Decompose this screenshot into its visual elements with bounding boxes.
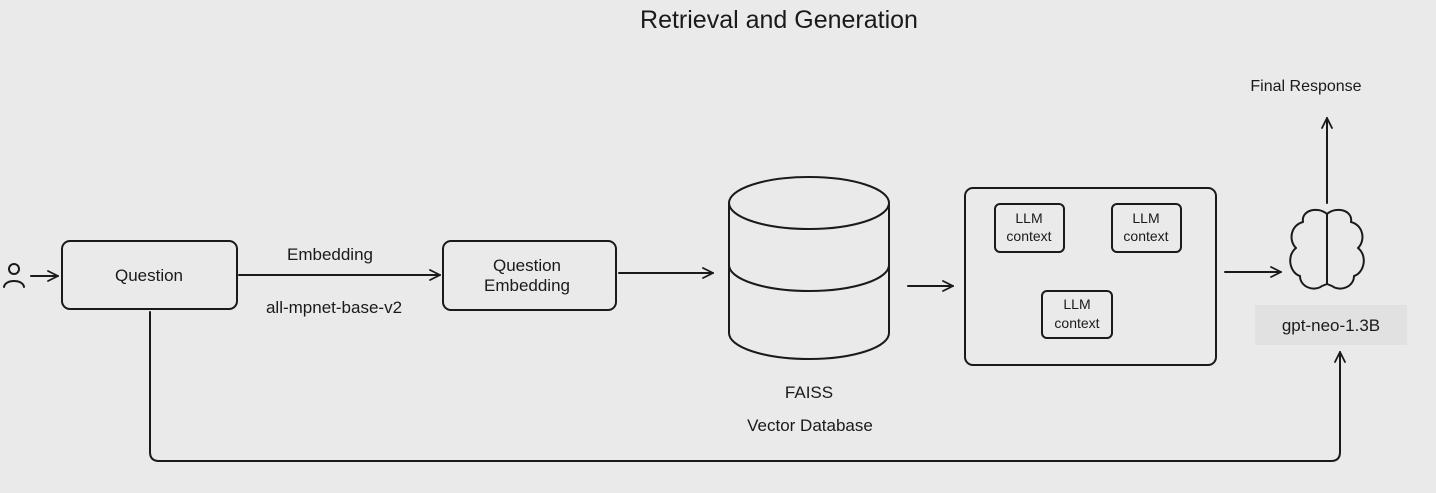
question-embedding-label-line1: Question <box>493 256 561 275</box>
llm-context-3-line1: LLM <box>1063 296 1090 312</box>
faiss-label: FAISS <box>785 383 833 402</box>
embedding-label: Embedding <box>287 245 373 264</box>
model-label: gpt-neo-1.3B <box>1282 316 1380 335</box>
embedding-model-label: all-mpnet-base-v2 <box>266 298 402 317</box>
user-icon <box>3 263 25 288</box>
vector-database-label: Vector Database <box>747 416 873 435</box>
brain-icon <box>1289 208 1365 290</box>
llm-context-box-3 <box>1041 290 1113 339</box>
question-embedding-box <box>442 240 617 311</box>
final-response-label: Final Response <box>1250 78 1361 95</box>
model-label-bg <box>1255 305 1407 345</box>
llm-context-2-line2: context <box>1123 228 1168 244</box>
diagram-title: Retrieval and Generation <box>640 6 918 34</box>
llm-context-1-line1: LLM <box>1015 210 1042 226</box>
context-container <box>964 187 1217 366</box>
llm-context-2-line1: LLM <box>1132 210 1159 226</box>
question-label: Question <box>115 266 183 285</box>
llm-context-1-line2: context <box>1006 228 1051 244</box>
llm-context-box-2 <box>1111 203 1182 253</box>
llm-context-box-1 <box>994 203 1065 253</box>
llm-context-3-line2: context <box>1054 315 1099 331</box>
database-icon <box>728 176 890 360</box>
question-to-model-connector <box>149 311 1346 462</box>
question-embedding-label-line2: Embedding <box>484 276 570 295</box>
question-box <box>61 240 238 310</box>
